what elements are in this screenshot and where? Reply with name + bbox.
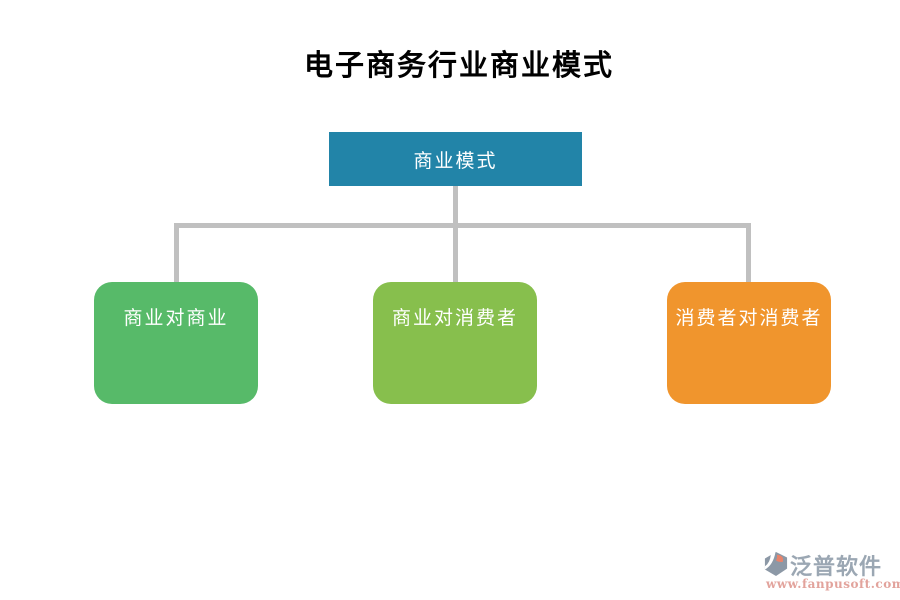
connector-horizontal	[174, 223, 751, 228]
fanpu-logo-icon	[764, 552, 788, 576]
watermark: 泛普软件 www.fanpusoft.com	[764, 549, 900, 595]
node-b2b: 商业对商业	[94, 282, 258, 404]
node-c2c: 消费者对消费者	[667, 282, 831, 404]
node-b2c: 商业对消费者	[373, 282, 537, 404]
connector-right-vertical	[746, 223, 751, 282]
node-business-model: 商业模式	[329, 132, 582, 186]
connector-root-vertical	[453, 186, 458, 282]
watermark-brand-text: 泛普软件	[790, 554, 883, 580]
watermark-url-text: www.fanpusoft.com	[766, 577, 900, 591]
page-title: 电子商务行业商业模式	[303, 48, 614, 82]
connector-left-vertical	[174, 223, 179, 282]
